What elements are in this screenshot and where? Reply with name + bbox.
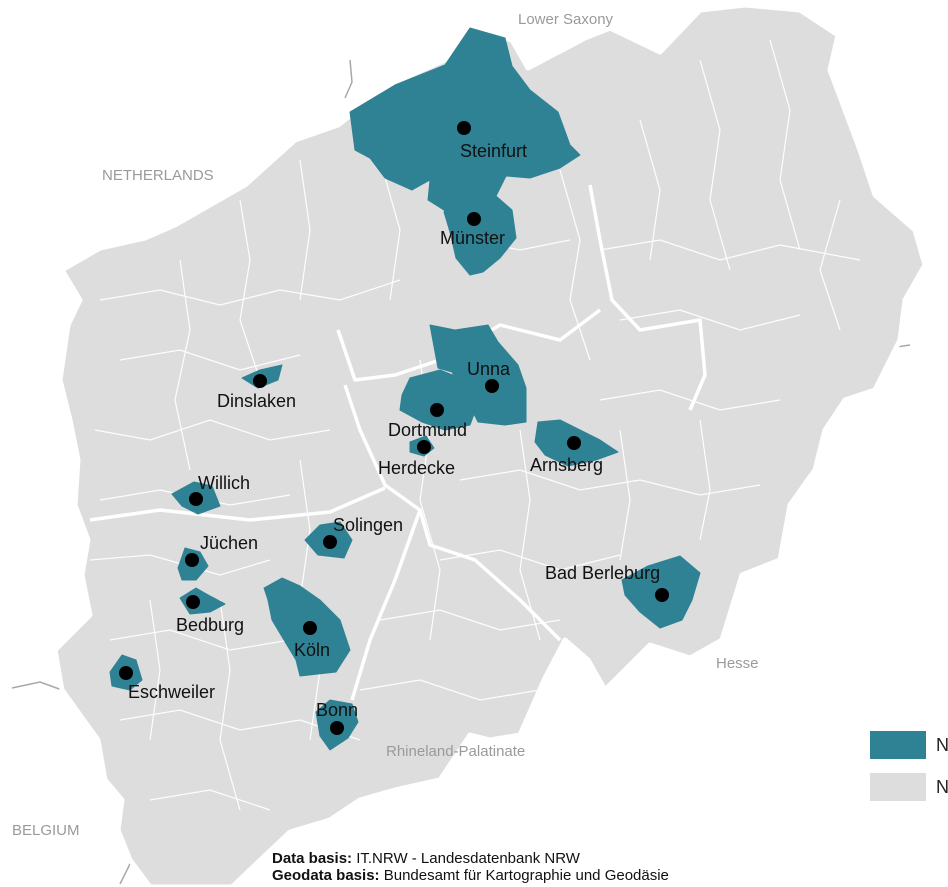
label-arnsberg: Arnsberg [530, 455, 603, 475]
marker-bad-berleburg [655, 588, 669, 602]
legend-item-base: N [870, 766, 948, 808]
marker-koeln [303, 621, 317, 635]
label-netherlands: NETHERLANDS [102, 167, 214, 184]
label-bad-berleburg: Bad Berleburg [545, 563, 660, 583]
label-muenster: Münster [440, 228, 505, 248]
legend-label-highlighted: N [936, 734, 948, 755]
marker-muenster [467, 212, 481, 226]
label-juechen: Jüchen [200, 533, 258, 553]
marker-bedburg [186, 595, 200, 609]
marker-eschweiler [119, 666, 133, 680]
label-hesse: Hesse [716, 655, 759, 672]
credit-data-basis-heading: Data basis: [272, 850, 353, 867]
label-willich: Willich [198, 473, 250, 493]
credit-data-basis-text: IT.NRW - Landesdatenbank NRW [356, 850, 580, 867]
neighbor-labels: Lower Saxony NETHERLANDS Hesse Rhineland… [12, 11, 759, 839]
marker-herdecke [417, 440, 431, 454]
label-koeln: Köln [294, 640, 330, 660]
district-muenster [443, 187, 517, 276]
marker-arnsberg [567, 436, 581, 450]
district-unna [429, 324, 527, 426]
label-eschweiler: Eschweiler [128, 682, 215, 702]
credits: Data basis: IT.NRW - Landesdatenbank NRW… [272, 850, 669, 884]
marker-juechen [185, 553, 199, 567]
credit-geodata-basis: Geodata basis: Bundesamt für Kartographi… [272, 867, 669, 884]
city-markers [119, 121, 669, 735]
label-bonn: Bonn [316, 700, 358, 720]
label-herdecke: Herdecke [378, 458, 455, 478]
marker-solingen [323, 535, 337, 549]
district-steinfurt [349, 27, 581, 213]
label-dortmund: Dortmund [388, 420, 467, 440]
credit-geodata-basis-text: Bundesamt für Kartographie und Geodäsie [383, 867, 669, 884]
marker-dortmund [430, 403, 444, 417]
label-belgium: BELGIUM [12, 822, 80, 839]
nrw-state-shape [52, 2, 928, 887]
legend-label-base: N [936, 776, 948, 797]
credit-data-basis: Data basis: IT.NRW - Landesdatenbank NRW [272, 850, 669, 867]
label-bedburg: Bedburg [176, 615, 244, 635]
legend-item-highlighted: N [870, 724, 948, 766]
city-labels: Steinfurt Münster Unna Dinslaken Dortmun… [128, 141, 660, 720]
label-lower-saxony: Lower Saxony [518, 11, 614, 28]
marker-dinslaken [253, 374, 267, 388]
marker-steinfurt [457, 121, 471, 135]
label-solingen: Solingen [333, 515, 403, 535]
label-rhineland-palatinate: Rhineland-Palatinate [386, 743, 525, 760]
label-dinslaken: Dinslaken [217, 391, 296, 411]
regional-borders [89, 184, 707, 701]
district-dortmund [399, 369, 481, 431]
label-steinfurt: Steinfurt [460, 141, 527, 161]
marker-willich [189, 492, 203, 506]
marker-unna [485, 379, 499, 393]
legend-swatch-base [870, 773, 926, 801]
legend-swatch-highlighted [870, 731, 926, 759]
marker-bonn [330, 721, 344, 735]
label-unna: Unna [467, 359, 511, 379]
legend: N N [870, 724, 948, 808]
credit-geodata-basis-heading: Geodata basis: [272, 867, 380, 884]
